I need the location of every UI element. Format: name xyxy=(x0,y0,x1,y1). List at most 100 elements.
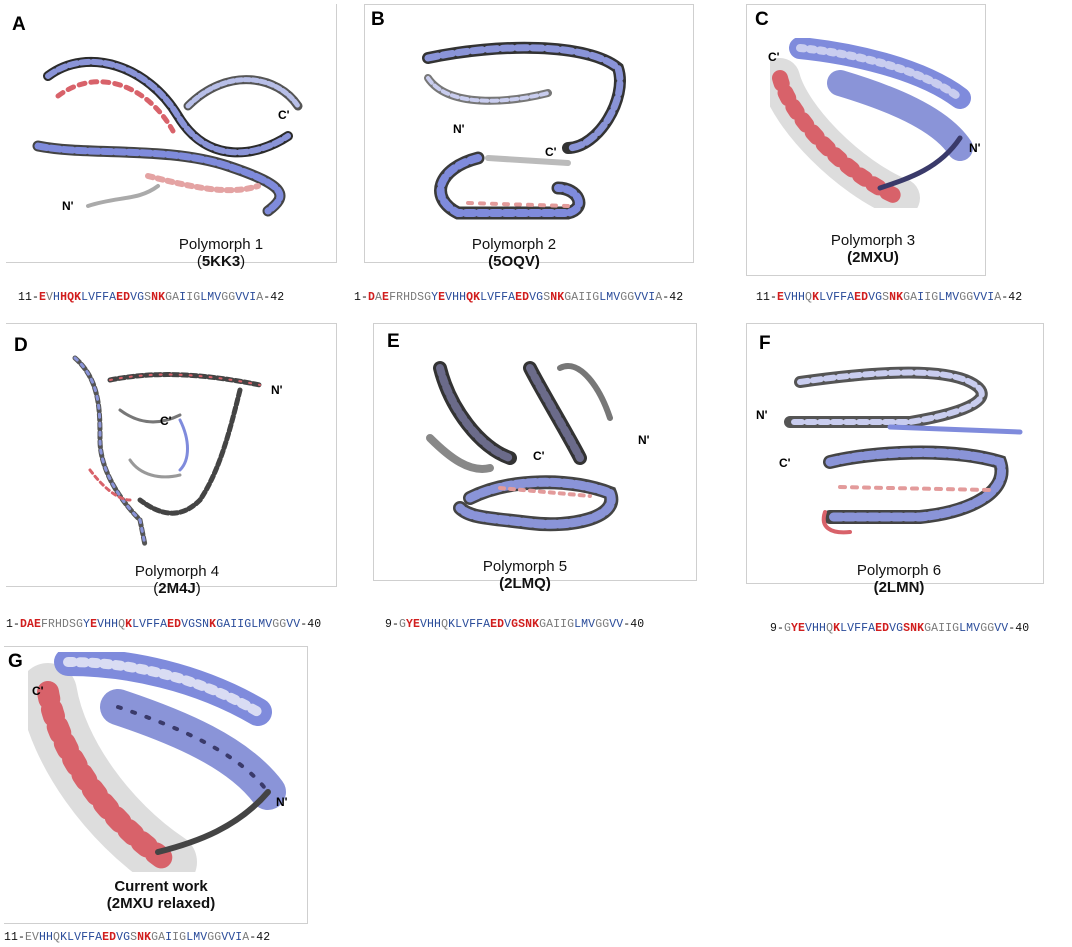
sequence-segment: LMV xyxy=(938,291,960,304)
panel-f-n-terminus-label: N' xyxy=(756,408,768,422)
panel-b-caption: Polymorph 2 (5OQV) xyxy=(449,236,579,270)
sequence-segment: VV xyxy=(609,618,624,631)
panel-e-pdb-id: 2LMQ xyxy=(504,575,546,592)
sequence-segment: V xyxy=(504,618,512,631)
sequence-segment: E xyxy=(39,291,47,304)
sequence-segment: LVFFA xyxy=(81,291,117,304)
sequence-segment: S xyxy=(144,291,152,304)
sequence-segment: NK xyxy=(151,291,166,304)
panel-b-pdb-id: 5OQV xyxy=(493,253,535,270)
sequence-segment: 9- xyxy=(385,618,400,631)
sequence-segment: IG xyxy=(924,291,939,304)
sequence-segment: LMV xyxy=(599,291,621,304)
sequence-segment: VHH xyxy=(97,618,119,631)
sequence-segment: VG xyxy=(116,931,131,944)
sequence-segment: -40 xyxy=(623,618,645,631)
panel-g-pdb-id: 2MXU relaxed xyxy=(111,895,211,912)
sequence-segment: LVFFA xyxy=(132,618,168,631)
panel-a-caption: Polymorph 1 (5KK3) xyxy=(156,236,286,270)
sequence-segment: S xyxy=(543,291,551,304)
sequence-segment: ED xyxy=(854,291,869,304)
sequence-segment: YE xyxy=(406,618,421,631)
panel-c-c-terminus-label: C' xyxy=(768,50,780,64)
sequence-segment: K xyxy=(125,618,133,631)
panel-d-pdb-id: 2M4J xyxy=(158,580,196,597)
panel-g-structure-image xyxy=(28,652,286,872)
panel-d-n-terminus-label: N' xyxy=(271,383,283,397)
sequence-segment: IG xyxy=(172,931,187,944)
sequence-segment: ED xyxy=(490,618,505,631)
panel-b-sequence: 1-DAEFRHDSGYEVHHQKLVFFAEDVGSNKGAIIGLMVGG… xyxy=(354,291,683,304)
panel-a-frame xyxy=(6,4,337,263)
panel-f-caption: Polymorph 6 (2LMN) xyxy=(834,562,964,596)
sequence-segment: LVFFA xyxy=(480,291,516,304)
panel-c-sequence: 11-EVHHQKLVFFAEDVGSNKGAIIGLMVGGVVIA-42 xyxy=(756,291,1022,304)
sequence-segment: LMV xyxy=(186,931,208,944)
panel-a-pdb-id: 5KK3 xyxy=(201,253,241,270)
sequence-segment: E xyxy=(777,291,785,304)
sequence-segment: VHH xyxy=(784,291,806,304)
sequence-segment: A xyxy=(256,291,264,304)
panel-c-pdb-id: 2MXU xyxy=(852,249,894,266)
sequence-segment: 11- xyxy=(756,291,778,304)
panel-b-letter: B xyxy=(371,9,385,30)
sequence-segment: G xyxy=(784,622,792,635)
panel-e-n-terminus-label: N' xyxy=(638,433,650,447)
panel-d-sequence: 1-DAEFRHDSGYEVHHQKLVFFAEDVGSNKGAIIGLMVGG… xyxy=(6,618,321,631)
sequence-segment: GSNK xyxy=(511,618,540,631)
sequence-segment: 1- xyxy=(354,291,369,304)
panel-c-n-terminus-label: N' xyxy=(969,141,981,155)
sequence-segment: VHH xyxy=(420,618,442,631)
sequence-segment: VVI xyxy=(221,931,243,944)
panel-a-structure-image xyxy=(32,57,303,217)
sequence-segment: LVFFA xyxy=(840,622,876,635)
sequence-segment: NK xyxy=(550,291,565,304)
panel-e-caption: Polymorph 5 (2LMQ) xyxy=(460,558,590,592)
panel-g-caption: Current work (2MXU relaxed) xyxy=(86,878,236,912)
sequence-segment: HH xyxy=(39,931,54,944)
sequence-segment: S xyxy=(882,291,890,304)
sequence-segment: IG xyxy=(186,291,201,304)
panel-c-letter: C xyxy=(755,9,769,30)
sequence-segment: ED xyxy=(116,291,131,304)
sequence-segment: VG xyxy=(868,291,883,304)
sequence-segment: ED xyxy=(875,622,890,635)
sequence-segment: I xyxy=(179,291,187,304)
panel-a-sequence: 11-EVHHQKLVFFAEDVGSNKGAIIGLMVGGVVIA-42 xyxy=(18,291,284,304)
panel-g-caption-title: Current work xyxy=(114,878,208,895)
sequence-segment: Q xyxy=(826,622,834,635)
sequence-segment: GG xyxy=(221,291,236,304)
sequence-segment: EV xyxy=(25,931,40,944)
sequence-segment: GAIIG xyxy=(564,291,600,304)
sequence-segment: GG xyxy=(980,622,995,635)
sequence-segment: K xyxy=(448,618,456,631)
sequence-segment: I xyxy=(917,291,925,304)
sequence-segment: NK xyxy=(889,291,904,304)
sequence-segment: VG xyxy=(130,291,145,304)
sequence-segment: GAIIG xyxy=(539,618,575,631)
sequence-segment: LMV xyxy=(959,622,981,635)
sequence-segment: GG xyxy=(620,291,635,304)
sequence-segment: SNK xyxy=(903,622,925,635)
sequence-segment: FRHDSG xyxy=(41,618,84,631)
sequence-segment: VV xyxy=(994,622,1009,635)
panel-g-letter: G xyxy=(8,651,23,672)
sequence-segment: -42 xyxy=(662,291,684,304)
sequence-segment: LMV xyxy=(200,291,222,304)
sequence-segment: 11- xyxy=(18,291,40,304)
panel-e-caption-title: Polymorph 5 xyxy=(482,558,568,575)
panel-c-structure-image xyxy=(770,38,973,208)
sequence-segment: YE xyxy=(791,622,806,635)
panel-c-caption: Polymorph 3 (2MXU) xyxy=(808,232,938,266)
panel-b-structure-image xyxy=(422,41,626,220)
sequence-segment: Q xyxy=(805,291,813,304)
panel-d-c-terminus-label: C' xyxy=(160,414,172,428)
sequence-segment: GA xyxy=(151,931,166,944)
panel-b-caption-title: Polymorph 2 xyxy=(471,236,557,253)
panel-e-structure-image xyxy=(426,361,619,532)
sequence-segment: VG xyxy=(889,622,904,635)
panel-d-caption: Polymorph 4 (2M4J) xyxy=(112,563,242,597)
sequence-segment: GG xyxy=(959,291,974,304)
sequence-segment: LVFFA xyxy=(455,618,491,631)
sequence-segment: GG xyxy=(272,618,287,631)
